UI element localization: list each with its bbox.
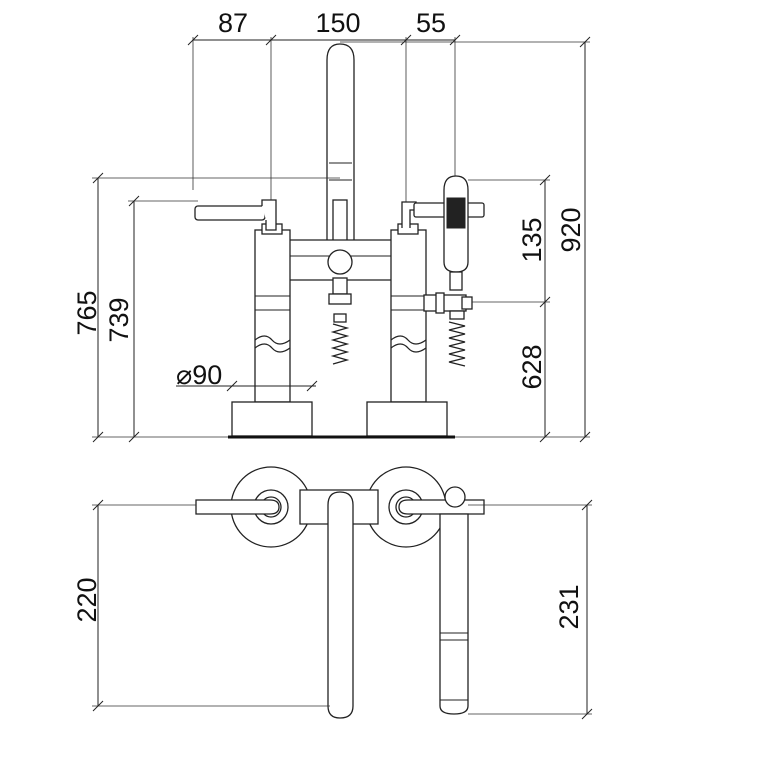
left-valve-column xyxy=(254,229,291,403)
plan-hand-shower xyxy=(439,513,469,715)
plan-left-lever xyxy=(195,499,280,515)
plan-right-lever xyxy=(398,499,485,515)
dim-diameter-90: ⌀90 xyxy=(176,360,222,390)
right-base-flange xyxy=(366,401,448,437)
right-valve-column xyxy=(390,229,427,403)
dim-231: 231 xyxy=(554,584,584,629)
dim-920: 920 xyxy=(556,207,586,252)
diverter-knob xyxy=(327,249,353,275)
left-base-flange xyxy=(231,401,313,437)
spout-hose xyxy=(328,277,352,365)
hand-shower-grip xyxy=(446,197,466,229)
dim-765: 765 xyxy=(72,290,102,335)
hose-holder xyxy=(423,294,467,312)
dim-628: 628 xyxy=(517,344,547,389)
elevation-view: 87 150 55 xyxy=(72,8,591,443)
shower-hose xyxy=(448,310,466,367)
plan-spout xyxy=(327,491,354,719)
dim-135: 135 xyxy=(517,217,547,262)
dim-87: 87 xyxy=(218,8,248,38)
dim-150: 150 xyxy=(315,8,360,38)
dim-55: 55 xyxy=(416,8,446,38)
dim-220: 220 xyxy=(72,577,102,622)
dim-739: 739 xyxy=(104,297,134,342)
left-lever-handle xyxy=(194,205,266,221)
top-dimension-ticks xyxy=(187,34,461,46)
plan-view: 220 231 xyxy=(72,466,593,720)
